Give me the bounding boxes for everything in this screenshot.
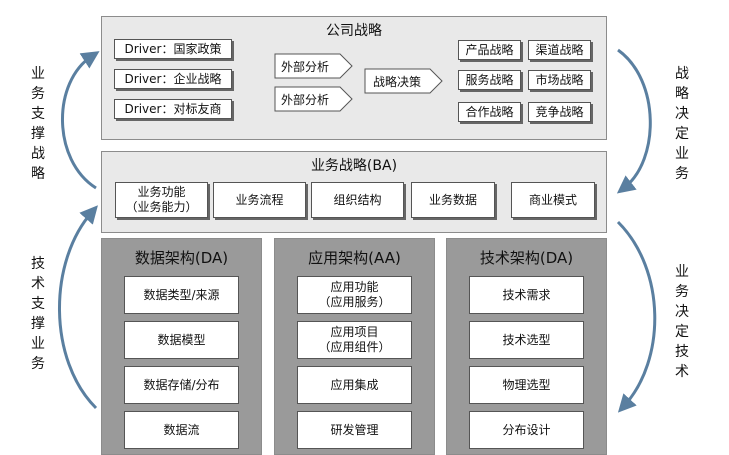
aa-item-box: 研发管理 [297,411,412,449]
strategy-box: 市场战略 [528,70,591,90]
strategy-box: 渠道战略 [528,40,591,60]
aa-item-box: 应用集成 [297,366,412,404]
da-item-box: 数据流 [124,411,239,449]
strategy-box: 服务战略 [458,70,521,90]
side-label-right-top: 战略决定业务 [675,66,689,182]
data-architecture-panel: 数据架构(DA) 数据类型/来源 数据模型 数据存储/分布 数据流 [101,238,262,455]
driver-box: Driver：国家政策 [114,39,232,59]
ta-item-box: 分布设计 [469,411,584,449]
left-bottom-curve-arrow [58,205,98,410]
business-strategy-panel: 业务战略(BA) 业务功能 （业务能力） 业务流程 组织结构 业务数据 商业模式 [101,151,607,233]
company-strategy-title: 公司战略 [326,23,382,39]
application-architecture-title: 应用架构(AA) [308,249,401,267]
strategy-box: 竞争战略 [528,102,591,122]
da-item-box: 数据存储/分布 [124,366,239,404]
ta-item-box: 技术选型 [469,321,584,359]
da-item-box: 数据模型 [124,321,239,359]
strategy-box: 合作战略 [458,102,521,122]
ba-item-box: 业务功能 （业务能力） [115,182,208,218]
strategy-box: 产品战略 [458,40,521,60]
right-top-curve-arrow [616,48,652,194]
analysis-label: 外部分析 [281,59,330,74]
ta-item-box: 物理选型 [469,366,584,404]
aa-item-box: 应用功能 （应用服务） [297,276,412,314]
technology-architecture-panel: 技术架构(DA) 技术需求 技术选型 物理选型 分布设计 [446,238,607,455]
ba-item-box: 业务数据 [411,182,495,218]
ba-item-box: 商业模式 [511,182,595,218]
driver-box: Driver：对标友商 [114,99,232,119]
company-strategy-panel: 公司战略 Driver：国家政策 Driver：企业战略 Driver：对标友商… [101,16,607,140]
ba-item-box: 业务流程 [213,182,306,218]
technology-architecture-title: 技术架构(DA) [479,249,574,267]
right-bottom-curve-arrow [616,220,657,413]
ba-item-box: 组织结构 [311,182,404,218]
business-strategy-title: 业务战略(BA) [310,158,398,174]
side-label-left-bottom: 技术支撑业务 [31,256,45,372]
decision-label: 战略决策 [373,74,422,89]
da-item-box: 数据类型/来源 [124,276,239,314]
application-architecture-panel: 应用架构(AA) 应用功能 （应用服务） 应用项目 （应用组件） 应用集成 研发… [274,238,435,455]
aa-item-box: 应用项目 （应用组件） [297,321,412,359]
analysis-label: 外部分析 [281,92,330,107]
left-top-curve-arrow [61,51,100,190]
decision-arrow-shape [364,68,443,94]
analysis-arrow-shape [274,53,353,79]
ta-item-box: 技术需求 [469,276,584,314]
driver-box: Driver：企业战略 [114,69,232,89]
data-architecture-title: 数据架构(DA) [134,249,229,267]
side-label-left-top: 业务支撑战略 [31,66,45,182]
analysis-arrow-shape [274,86,353,112]
side-label-right-bottom: 业务决定技术 [675,264,689,380]
